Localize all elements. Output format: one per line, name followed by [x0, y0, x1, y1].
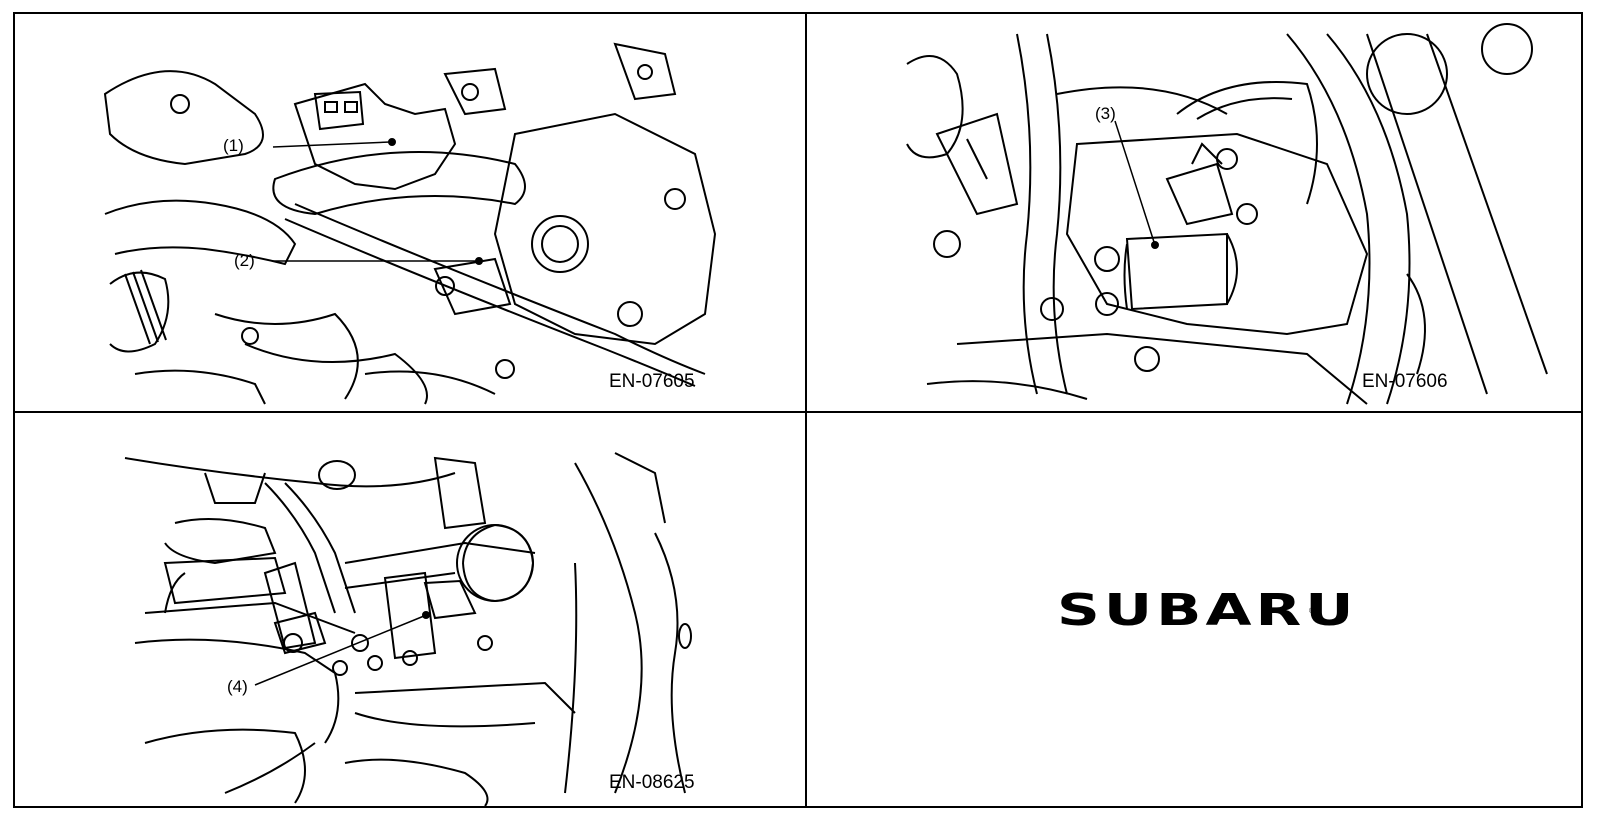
- subaru-logo: SUBARU: [1057, 585, 1358, 636]
- callout-label: (2): [234, 251, 255, 270]
- callout-label: (1): [223, 136, 244, 155]
- callout-label: (3): [1095, 104, 1116, 123]
- figure-panel-en-07606: (3) EN-07606: [807, 14, 1581, 411]
- figure-code: EN-07605: [609, 371, 695, 392]
- figure-code: EN-07606: [1362, 371, 1448, 392]
- registered-mark: ®: [1309, 608, 1315, 615]
- grid-divider-horizontal: [15, 411, 1581, 413]
- figure-panel-en-08625: (4) EN-08625: [15, 413, 805, 806]
- brand-panel: SUBARU ®: [807, 413, 1581, 806]
- figure-code: EN-08625: [609, 772, 695, 793]
- engine-illustration-3: [124, 452, 692, 806]
- engine-illustration-2: [906, 23, 1548, 405]
- figure-sheet: (1) (2) EN-07605: [13, 12, 1583, 808]
- callout-label: (4): [227, 677, 248, 696]
- engine-illustration-1: [103, 42, 717, 405]
- figure-panel-en-07605: (1) (2) EN-07605: [15, 14, 805, 411]
- grid-divider-vertical: [805, 14, 807, 806]
